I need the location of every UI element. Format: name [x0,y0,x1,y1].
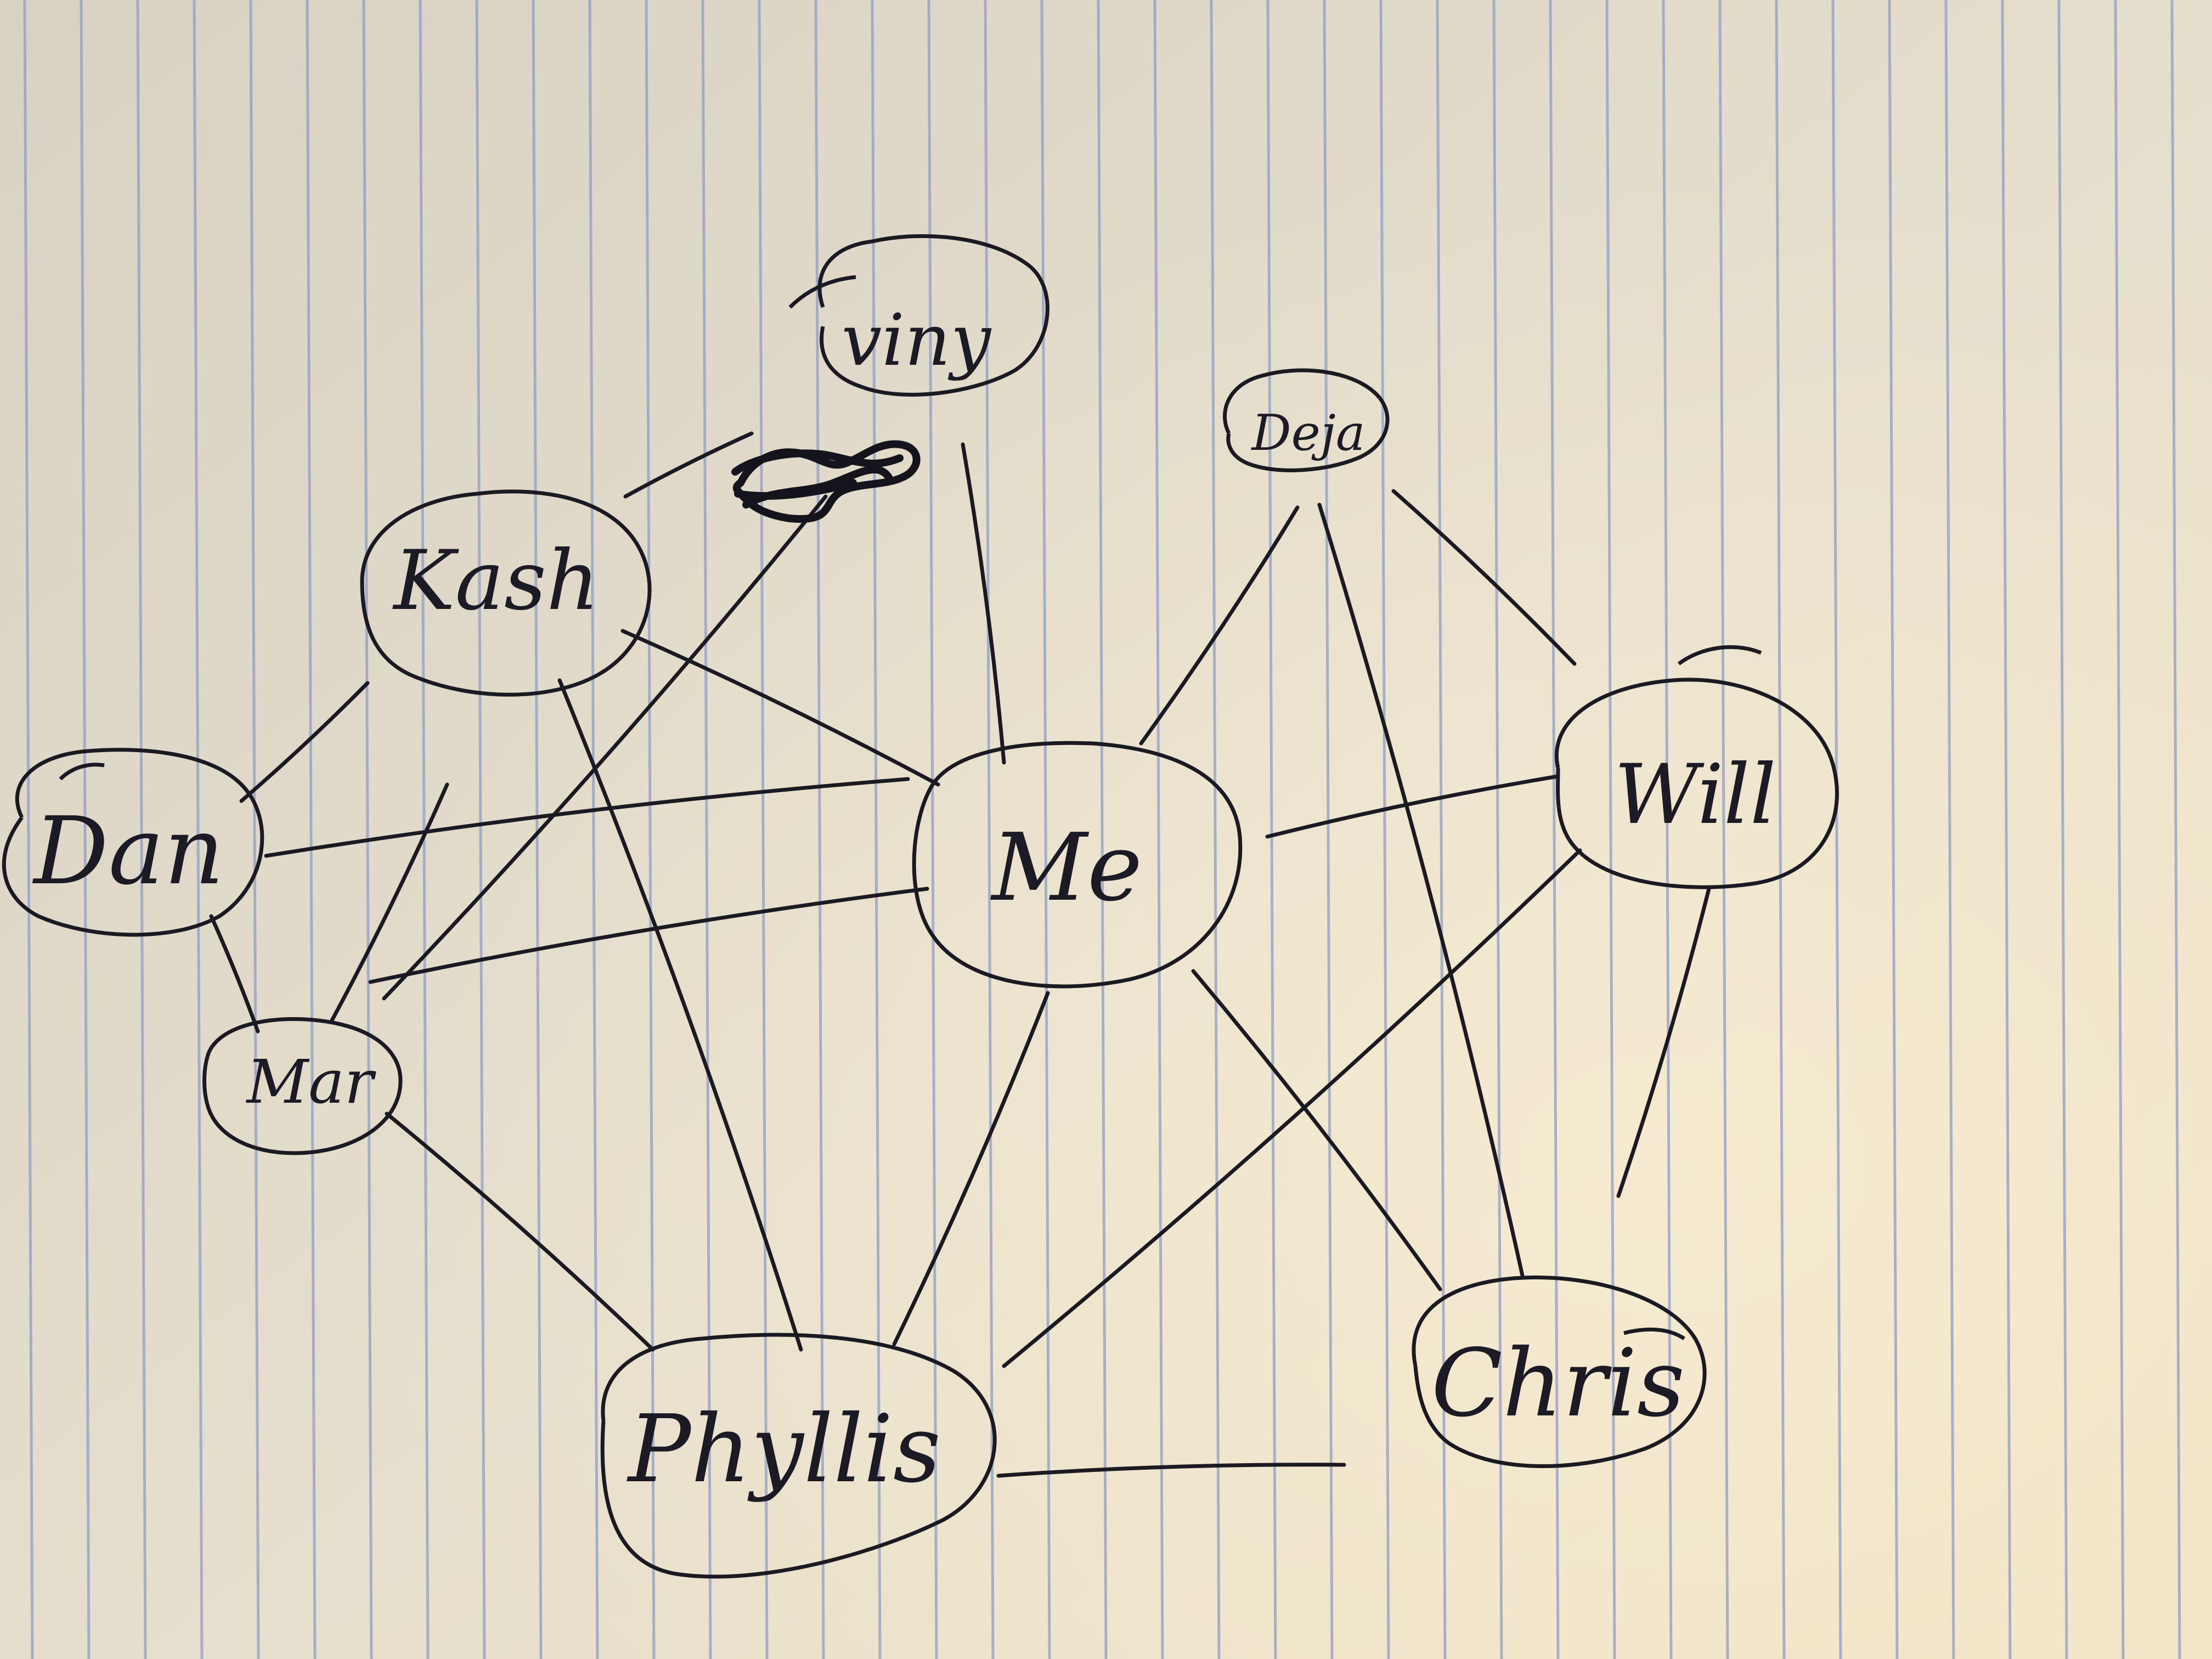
node-label-will: Will [1614,747,1776,843]
edge-dan-me [264,777,910,858]
ruled-line [1775,0,1786,1659]
ruled-lines [23,0,2181,1659]
edge-dan-mar [209,914,260,1034]
node-label-kash: Kash [392,533,599,629]
ruled-line [984,0,995,1659]
scribble-layer [731,440,921,523]
ruled-line [1831,0,1842,1659]
edge-viny-me [961,442,1006,765]
node-bubble-deja [1223,368,1390,472]
ruled-line [1436,0,1447,1659]
ruled-line [1888,0,1899,1659]
node-bubble-chris [1412,1275,1707,1468]
ruled-line [475,0,486,1659]
edge-deja-chris [1317,503,1525,1278]
ruled-line [2001,0,2012,1659]
ruled-line [80,0,91,1659]
edge-me-will [1265,774,1560,839]
edge-mar-phyllis [385,1111,655,1352]
node-label-me: Me [990,814,1143,922]
edge-will-chris [1616,887,1711,1198]
node-bubble-phyllis [600,1333,997,1579]
nodes-layer [2,234,1839,1579]
ruled-line [306,0,317,1659]
ruled-line [645,0,656,1659]
ruled-line [532,0,543,1659]
ruled-line [871,0,882,1659]
ruled-line [758,0,769,1659]
edge-kash-viny [623,431,754,499]
ruled-line [1266,0,1277,1659]
ruled-line [1379,0,1390,1659]
node-bubble-me [912,741,1243,989]
edge-kash-mar [330,782,449,1023]
edge-me-phyllis [892,991,1050,1346]
node-label-deja: Deja [1251,404,1365,462]
node-label-phyllis: Phyllis [627,1395,941,1504]
ruled-line [249,0,260,1659]
ruled-line [1492,0,1503,1659]
node-bubble-will [1555,645,1839,889]
edge-mar-me [368,887,929,984]
edge-will-phyllis [1002,848,1582,1368]
ruled-line [1662,0,1673,1659]
scribble-mark [731,440,921,523]
edge-deja-will [1391,489,1577,666]
ruled-line [193,0,204,1659]
ruled-line [136,0,147,1659]
ruled-line [1323,0,1334,1659]
edge-me-deja [1139,505,1300,746]
ruled-line [1040,0,1051,1659]
ruled-line [1549,0,1560,1659]
ruled-line [588,0,599,1659]
ruled-line [2170,0,2181,1659]
ruled-line [701,0,712,1659]
node-label-chris: Chris [1431,1329,1685,1438]
ruled-line [419,0,430,1659]
ruled-line [1210,0,1221,1659]
edges-layer [209,431,1711,1478]
ruled-line [2057,0,2068,1659]
ruled-line [814,0,825,1659]
edge-kash-dan [239,681,370,803]
ruled-line [927,0,938,1659]
edge-kash-me [620,629,940,787]
edge-viny-mar [382,494,828,1001]
node-bubble-dan [2,748,264,937]
node-label-mar: Mar [246,1047,377,1117]
ruled-line [362,0,373,1659]
ruled-line [23,0,34,1659]
labels-layer: viny Deja Kash Dan Me Will Mar Phyllis C… [32,298,1776,1504]
node-bubble-kash [360,489,652,697]
ruled-line [1097,0,1108,1659]
node-bubble-mar [202,1017,403,1155]
edge-phyllis-chris [996,1463,1346,1478]
node-bubble-viny [788,234,1049,397]
ruled-line [2114,0,2125,1659]
edge-kash-phyllis [557,678,803,1352]
node-label-viny: viny [842,298,992,382]
node-label-dan: Dan [32,797,224,906]
edge-me-chris [1191,969,1442,1291]
ruled-line [1153,0,1164,1659]
ruled-line [1944,0,1955,1659]
ruled-line [1605,0,1616,1659]
ruled-line [1718,0,1729,1659]
